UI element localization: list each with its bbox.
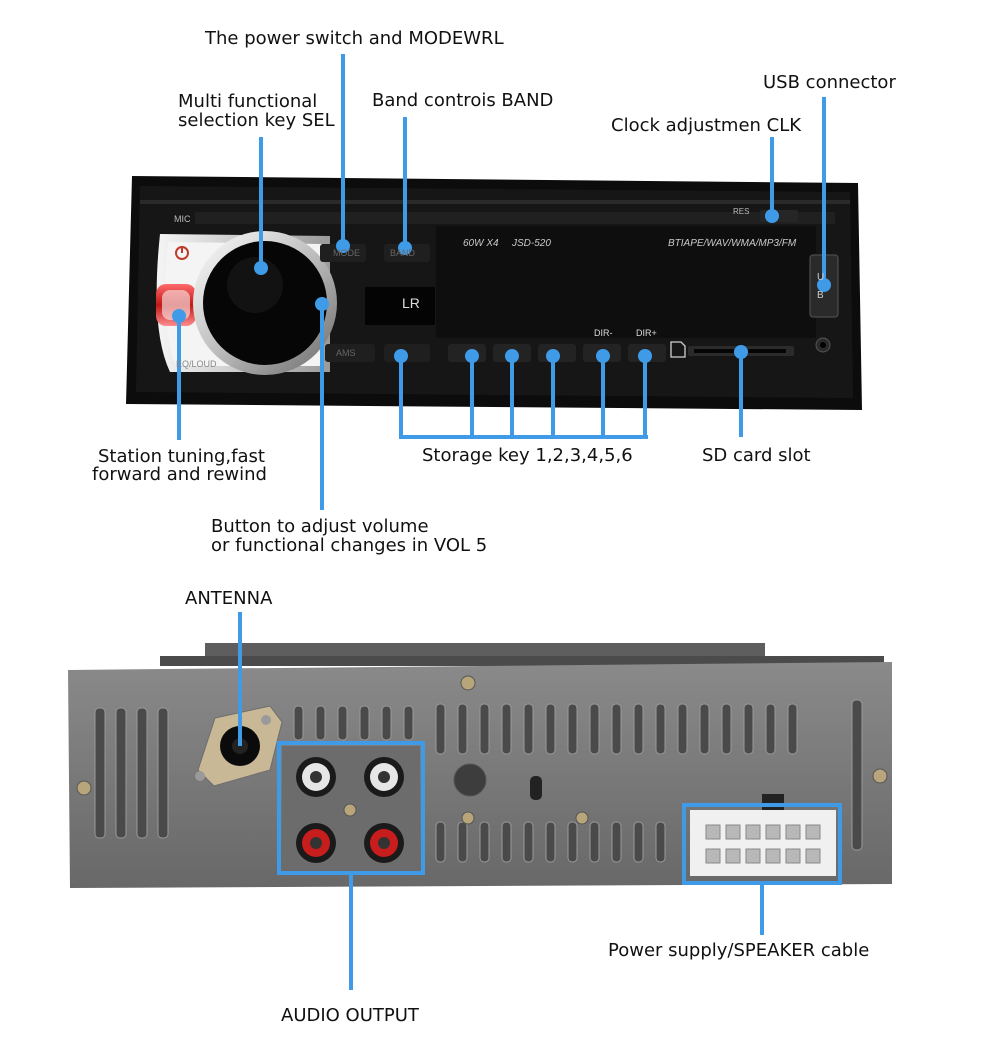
callout-line-storage-bus	[399, 356, 648, 439]
screws	[76, 675, 888, 825]
front-panel	[126, 176, 862, 410]
ams-button[interactable]	[325, 344, 375, 362]
band-label: BAND	[390, 248, 416, 258]
label-multi-functional-1: Multi functional	[178, 91, 318, 112]
label-audio-output: AUDIO OUTPUT	[281, 1005, 419, 1026]
vent-slots	[94, 699, 863, 863]
ir-window	[365, 287, 435, 325]
iso-connector[interactable]	[690, 810, 836, 876]
label-multi-functional-2: selection key SEL	[178, 110, 335, 131]
model-label: JSD-520	[512, 238, 551, 249]
label-usb-connector: USB connector	[763, 72, 896, 93]
usb-u-label: U	[817, 272, 825, 283]
rear-top-rail	[205, 643, 765, 657]
label-station-tuning-1: Station tuning,fast	[98, 446, 265, 467]
callout-lines	[177, 54, 842, 990]
label-volume-1: Button to adjust volume	[211, 516, 429, 537]
label-power-supply: Power supply/SPEAKER cable	[608, 940, 870, 961]
mode-label: MODE	[333, 248, 360, 258]
mic-label: MIC	[174, 214, 191, 224]
label-power-switch: The power switch and MODEWRL	[205, 28, 504, 49]
dir-minus-label: DIR-	[594, 328, 613, 338]
callout-dots	[172, 209, 831, 363]
wattage-label: 60W X4	[463, 238, 499, 249]
label-station-tuning-2: forward and rewind	[92, 464, 267, 485]
label-volume-2: or functional changes in VOL 5	[211, 535, 488, 556]
label-storage-key: Storage key 1,2,3,4,5,6	[422, 445, 633, 466]
label-band-controls: Band controis BAND	[372, 90, 554, 111]
display-area	[436, 226, 816, 338]
rear-panel	[68, 643, 892, 888]
rca-jacks	[296, 757, 404, 863]
formats-label: BTIAPE/WAV/WMA/MP3/FM	[668, 238, 797, 249]
dir-plus-label: DIR+	[636, 328, 657, 338]
cd-slot	[195, 212, 835, 224]
label-sd-card-slot: SD card slot	[702, 445, 811, 466]
connector-pins	[705, 824, 821, 864]
label-antenna: ANTENNA	[185, 588, 273, 609]
usb-b-label: B	[817, 290, 824, 301]
sd-card-icon	[670, 341, 686, 358]
ams-label: AMS	[336, 348, 356, 358]
eq-loud-label: EQ/LOUD	[176, 359, 217, 369]
res-label: RES	[733, 207, 750, 216]
label-clock-adjust: Clock adjustmen CLK	[611, 115, 802, 136]
lr-logo: LR	[402, 295, 420, 311]
chassis-hole	[453, 763, 487, 797]
